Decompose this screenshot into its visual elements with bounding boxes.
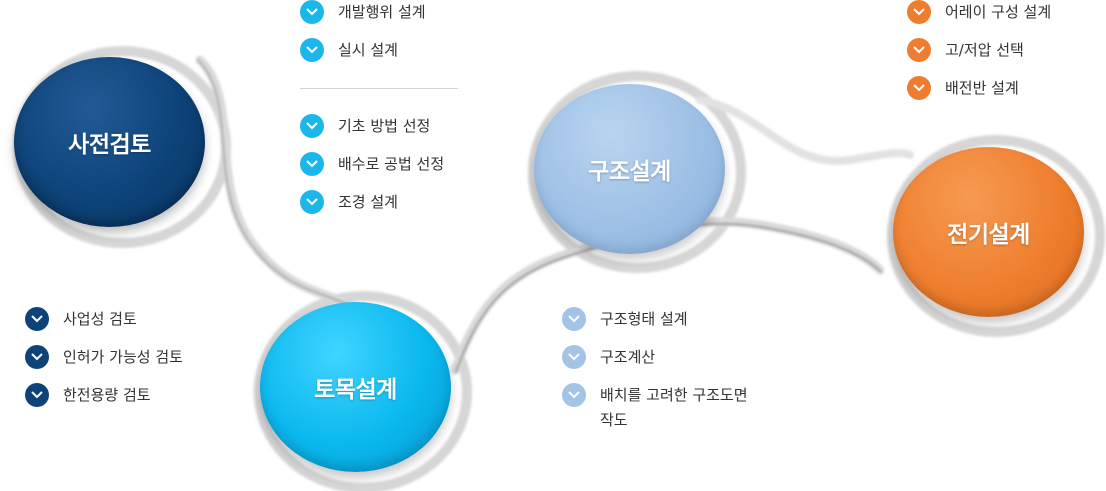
list-item-label: 개발행위 설계 — [338, 3, 426, 21]
list-item-label: 사업성 검토 — [63, 310, 137, 328]
list-item: 인허가 가능성 검토 — [25, 345, 183, 370]
list-item-label: 실시 설계 — [338, 41, 398, 59]
stage-pre-review: 사전검토 — [14, 57, 205, 227]
chevron-down-icon — [300, 38, 324, 62]
chevron-down-icon — [562, 383, 586, 407]
chevron-down-icon — [25, 307, 49, 331]
list-item-label: 기초 방법 선정 — [338, 117, 431, 135]
chevron-down-icon — [300, 0, 324, 24]
list-item: 한전용량 검토 — [25, 383, 151, 408]
list-item: 배전반 설계 — [907, 76, 1019, 101]
chevron-down-icon — [25, 383, 49, 407]
list-item: 구조형태 설계 — [562, 307, 688, 332]
list-item-label: 배수로 공법 선정 — [338, 155, 445, 173]
list-item: 구조계산 — [562, 345, 655, 370]
stage-pre-review-label: 사전검토 — [68, 132, 151, 158]
chevron-down-icon — [907, 38, 931, 62]
chevron-down-icon — [300, 190, 324, 214]
chevron-down-icon — [907, 0, 931, 24]
list-item-label: 배치를 고려한 구조도면 작도 — [600, 386, 748, 429]
list-item-label: 인허가 가능성 검토 — [63, 348, 183, 366]
chevron-down-icon — [907, 76, 931, 100]
list-separator — [300, 88, 458, 89]
list-item: 개발행위 설계 — [300, 0, 426, 25]
list-item: 실시 설계 — [300, 38, 398, 63]
chevron-down-icon — [562, 307, 586, 331]
stage-civil-design-label: 토목설계 — [314, 377, 397, 403]
list-item: 배치를 고려한 구조도면 작도 — [562, 383, 748, 433]
list-item-label: 배전반 설계 — [945, 79, 1019, 97]
list-item: 어레이 구성 설계 — [907, 0, 1051, 25]
list-item-label: 고/저압 선택 — [945, 41, 1024, 59]
chevron-down-icon — [25, 345, 49, 369]
chevron-down-icon — [300, 152, 324, 176]
list-item: 고/저압 선택 — [907, 38, 1024, 63]
stage-civil-design: 토목설계 — [260, 302, 451, 472]
chevron-down-icon — [300, 114, 324, 138]
list-item: 사업성 검토 — [25, 307, 137, 332]
list-item: 조경 설계 — [300, 190, 398, 215]
stage-structure-design-label: 구조설계 — [588, 159, 671, 185]
stage-electric-design: 전기설계 — [893, 147, 1084, 317]
list-item-label: 구조형태 설계 — [600, 310, 688, 328]
stage-structure-design: 구조설계 — [534, 84, 725, 254]
chevron-down-icon — [562, 345, 586, 369]
list-item: 기초 방법 선정 — [300, 114, 430, 139]
list-item: 배수로 공법 선정 — [300, 152, 444, 177]
list-item-label: 한전용량 검토 — [63, 386, 151, 404]
list-item-label: 조경 설계 — [338, 193, 398, 211]
list-item-label: 어레이 구성 설계 — [945, 3, 1052, 21]
list-item-label: 구조계산 — [600, 348, 656, 366]
stage-electric-design-label: 전기설계 — [947, 222, 1030, 248]
